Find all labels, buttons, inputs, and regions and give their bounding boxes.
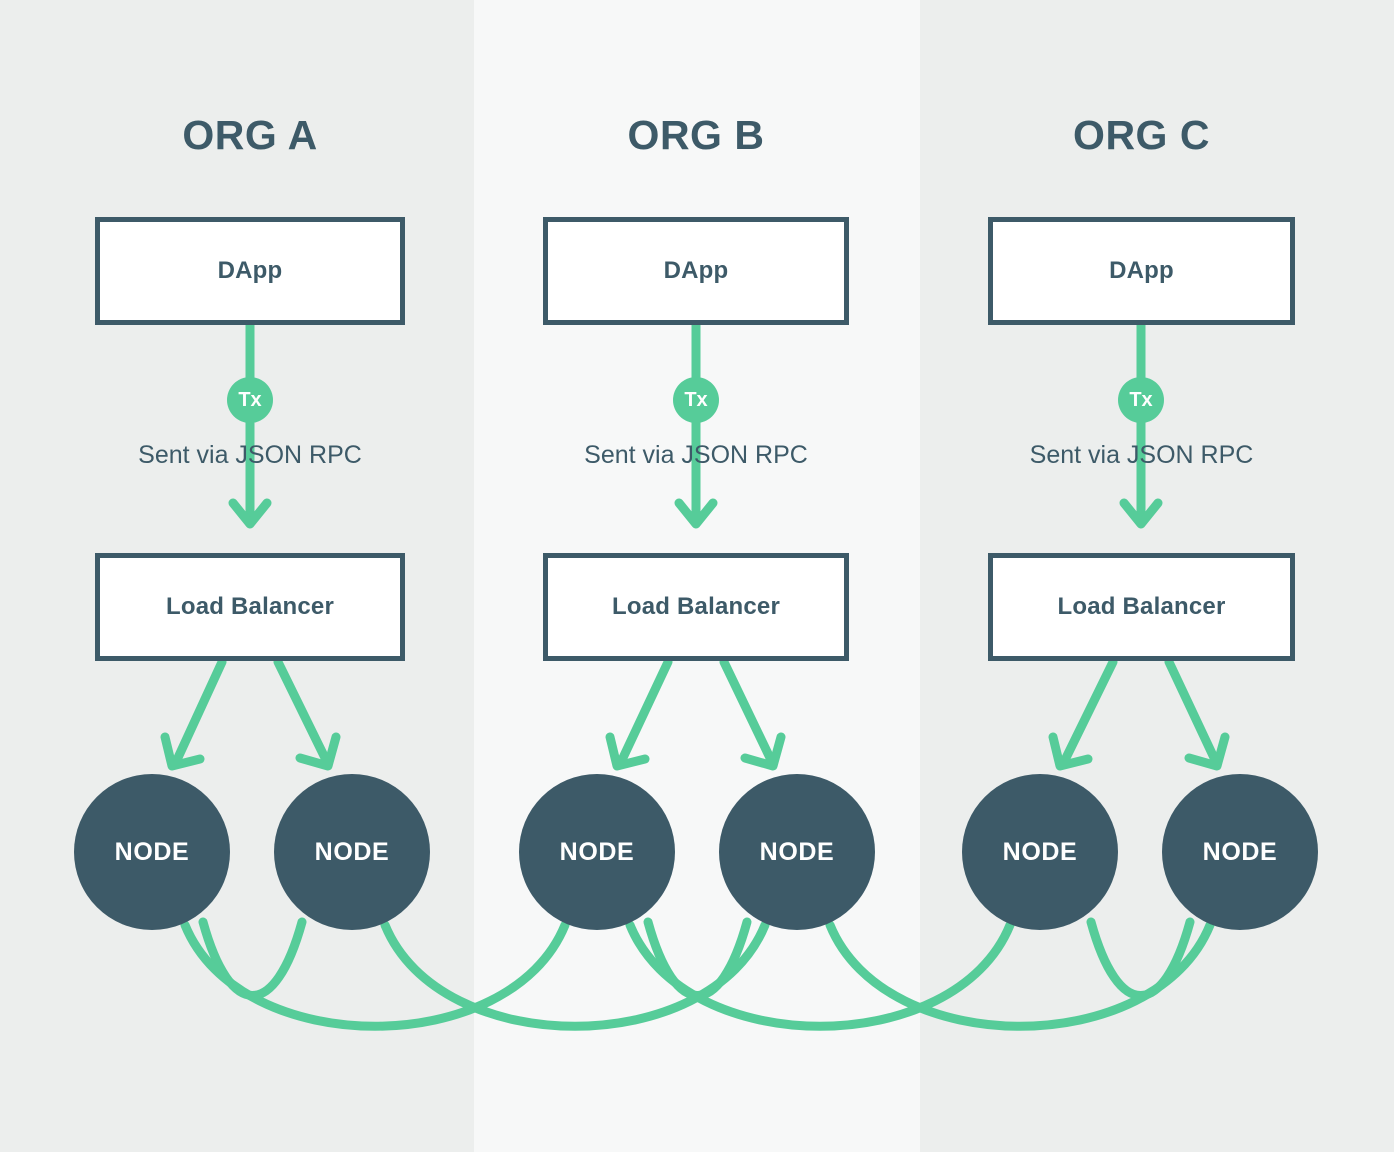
- dapp-box-org-c[interactable]: DApp: [988, 217, 1295, 325]
- flow-arrow-org-a: [228, 320, 272, 529]
- lb-to-node-arrows-org-b: [605, 657, 786, 771]
- rpc-label-org-c: Sent via JSON RPC: [1029, 441, 1254, 469]
- dapp-box-org-b[interactable]: DApp: [543, 217, 849, 325]
- node-circle[interactable]: NODE: [719, 774, 875, 930]
- tx-label: Tx: [1129, 388, 1153, 411]
- node-circle[interactable]: NODE: [74, 774, 230, 930]
- load-balancer-box-org-c[interactable]: Load Balancer: [988, 553, 1295, 661]
- load-balancer-label: Load Balancer: [612, 593, 780, 620]
- dapp-label: DApp: [1109, 257, 1174, 284]
- rpc-label-org-b: Sent via JSON RPC: [584, 441, 808, 469]
- node-circle[interactable]: NODE: [1162, 774, 1318, 930]
- tx-badge-org-b: Tx: [673, 377, 719, 423]
- load-balancer-label: Load Balancer: [166, 593, 334, 620]
- flow-arrow-org-c: [1119, 320, 1163, 529]
- node-label: NODE: [1002, 837, 1078, 866]
- tx-badge-org-c: Tx: [1118, 377, 1164, 423]
- node-label: NODE: [114, 837, 190, 866]
- org-title-b: ORG B: [627, 112, 765, 158]
- load-balancer-label: Load Balancer: [1057, 593, 1226, 620]
- dapp-label: DApp: [663, 257, 729, 284]
- node-label: NODE: [559, 837, 635, 866]
- tx-label: Tx: [684, 388, 708, 411]
- lb-to-node-arrows-org-c: [1048, 657, 1230, 771]
- peer-mesh-curves: [180, 917, 1215, 1031]
- load-balancer-box-org-a[interactable]: Load Balancer: [95, 553, 405, 661]
- tx-label: Tx: [238, 388, 262, 411]
- dapp-box-org-a[interactable]: DApp: [95, 217, 405, 325]
- org-title-c: ORG C: [1073, 112, 1210, 158]
- tx-badge-org-a: Tx: [227, 377, 273, 423]
- dapp-label: DApp: [217, 257, 283, 284]
- node-label: NODE: [1202, 837, 1278, 866]
- node-circle[interactable]: NODE: [962, 774, 1118, 930]
- lb-to-node-arrows-org-a: [160, 657, 341, 771]
- flow-arrow-org-b: [674, 320, 718, 529]
- load-balancer-box-org-b[interactable]: Load Balancer: [543, 553, 849, 661]
- node-label: NODE: [759, 837, 835, 866]
- node-circle[interactable]: NODE: [519, 774, 675, 930]
- rpc-label-org-a: Sent via JSON RPC: [138, 441, 362, 469]
- node-circle[interactable]: NODE: [274, 774, 430, 930]
- org-title-a: ORG A: [182, 112, 318, 158]
- node-label: NODE: [314, 837, 390, 866]
